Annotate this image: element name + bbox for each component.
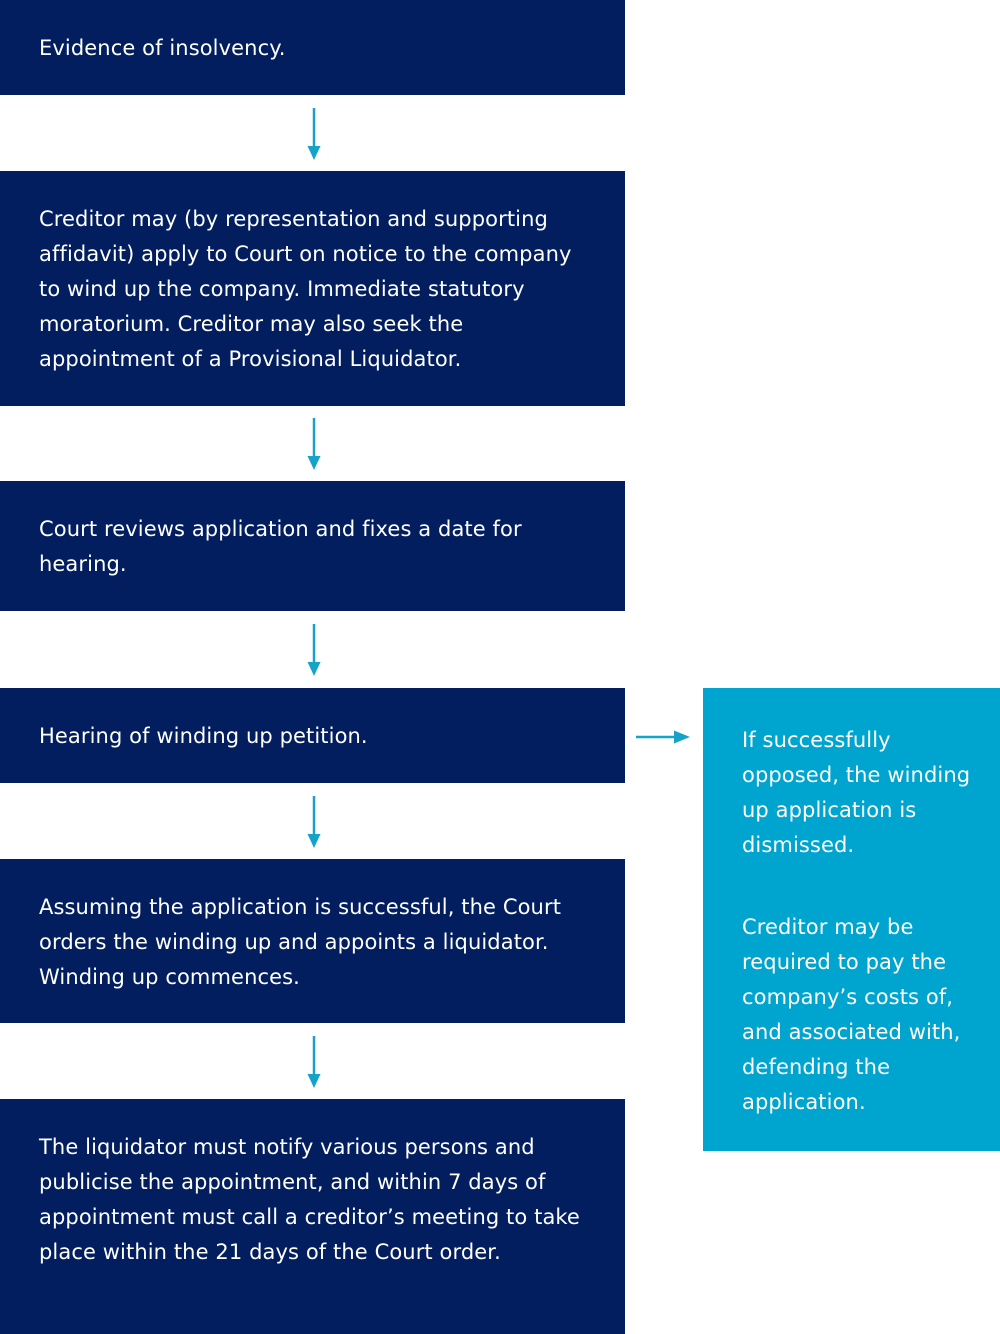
step-text: Court reviews application and fixes a da… — [39, 517, 522, 576]
step-liquidator-notification: The liquidator must notify various perso… — [0, 1099, 625, 1334]
step-text: The liquidator must notify various perso… — [39, 1135, 580, 1264]
arrow-down-icon — [307, 418, 321, 470]
arrow-down-icon — [307, 1036, 321, 1088]
step-court-review: Court reviews application and fixes a da… — [0, 481, 625, 611]
arrow-down-icon — [307, 624, 321, 676]
step-creditor-application: Creditor may (by representation and supp… — [0, 171, 625, 406]
step-text: Assuming the application is successful, … — [39, 895, 562, 989]
arrow-down-icon — [307, 796, 321, 848]
side-note-paragraph-2: Creditor may be required to pay the comp… — [742, 915, 961, 1114]
step-winding-up-order: Assuming the application is successful, … — [0, 859, 625, 1023]
step-evidence-of-insolvency: Evidence of insolvency. — [0, 0, 625, 95]
step-text: Hearing of winding up petition. — [39, 724, 368, 748]
step-text: Creditor may (by representation and supp… — [39, 207, 572, 371]
arrow-down-icon — [307, 108, 321, 160]
step-hearing: Hearing of winding up petition. — [0, 688, 625, 783]
step-text: Evidence of insolvency. — [39, 36, 286, 60]
side-note-paragraph-1: If successfully opposed, the winding up … — [742, 728, 971, 857]
arrow-right-icon — [636, 730, 690, 744]
side-note-dismissal: If successfully opposed, the winding up … — [703, 688, 1000, 1151]
